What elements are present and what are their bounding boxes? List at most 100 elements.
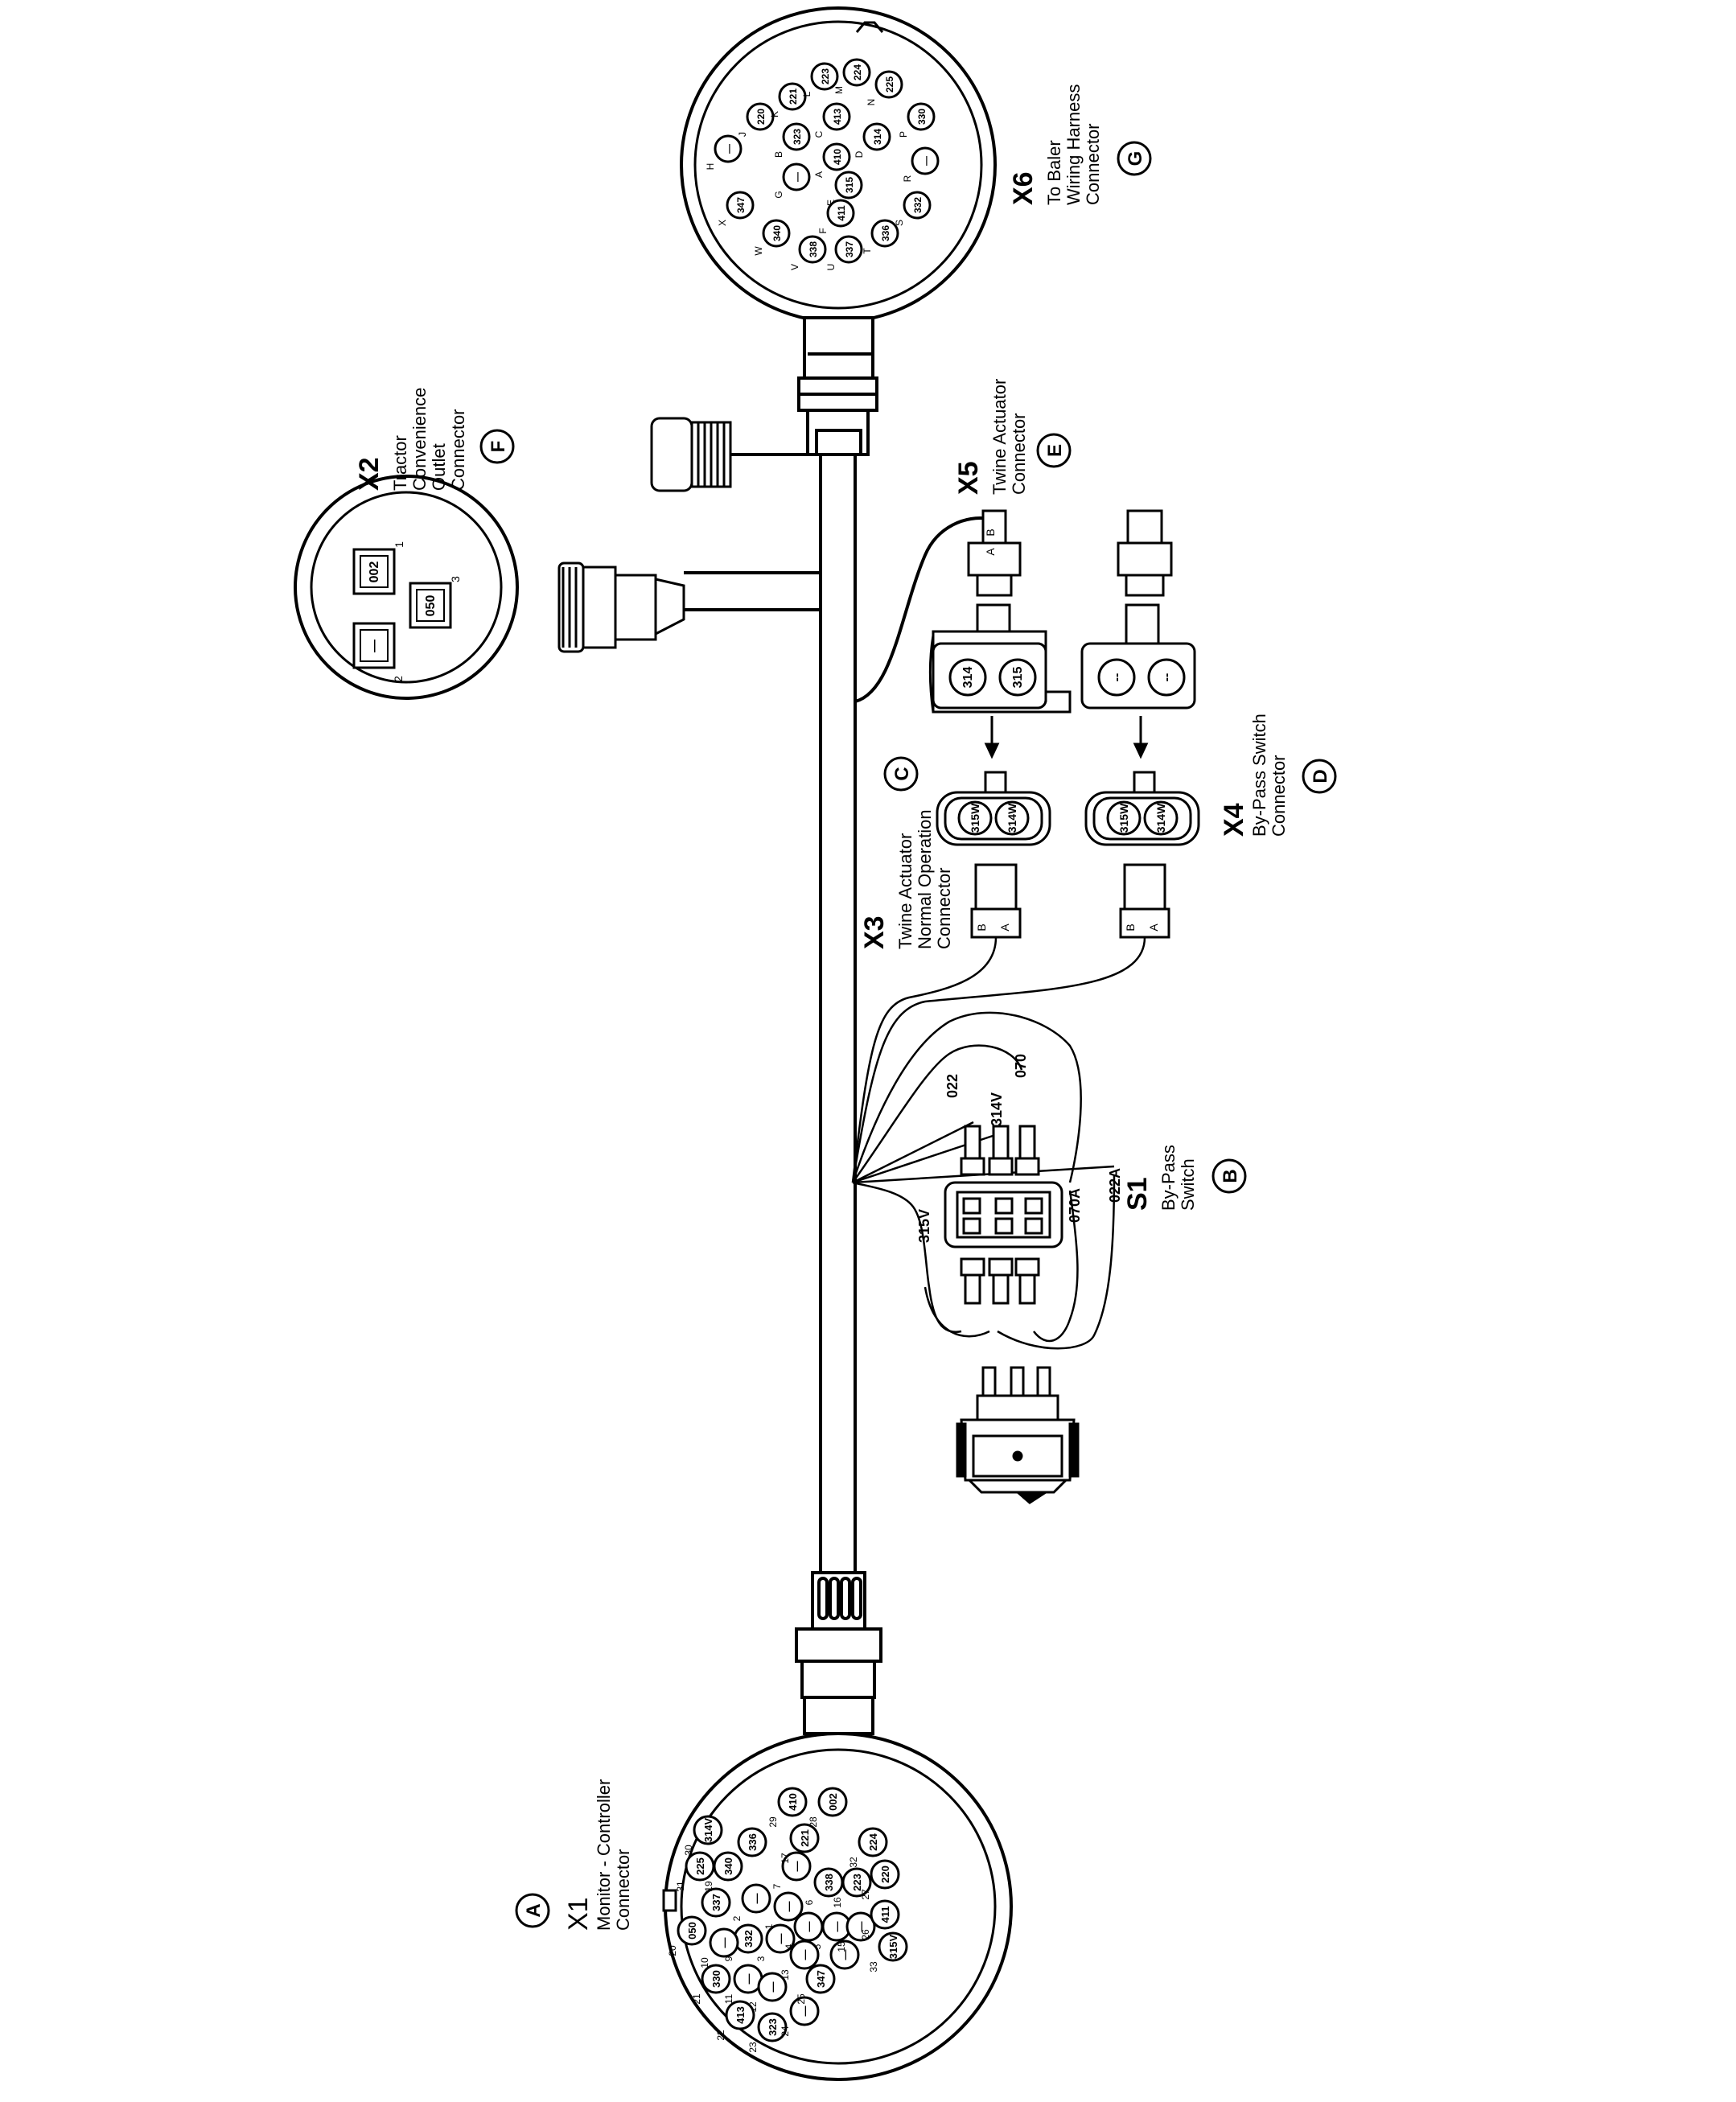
x1-pin-22: 413 22 xyxy=(715,2000,755,2041)
svg-text:15: 15 xyxy=(836,1941,847,1952)
x1-pin-28: 002 28 xyxy=(808,1787,848,1828)
svg-text:C: C xyxy=(813,130,825,138)
svg-text:26: 26 xyxy=(860,1929,871,1940)
x1-pin-8: 3378 xyxy=(691,1887,731,1925)
svg-text:2: 2 xyxy=(731,1915,743,1921)
svg-text:338: 338 xyxy=(823,1874,835,1891)
x2-pin-1: 002 1 xyxy=(352,541,405,595)
x6-name-line-1: To Baler xyxy=(1044,140,1064,205)
svg-text:413: 413 xyxy=(734,2006,747,2024)
svg-text:314V: 314V xyxy=(702,1817,714,1842)
svg-text:16: 16 xyxy=(832,1897,843,1908)
svg-text:R: R xyxy=(902,175,913,182)
svg-text:315V: 315V xyxy=(916,1209,932,1243)
svg-text:—: — xyxy=(799,1950,811,1960)
svg-text:411: 411 xyxy=(879,1907,891,1923)
svg-text:N: N xyxy=(866,99,877,106)
svg-text:V: V xyxy=(789,264,800,270)
svg-text:9: 9 xyxy=(723,1956,734,1961)
svg-text:332: 332 xyxy=(912,197,924,213)
svg-text:By-Pass Switch: By-Pass Switch xyxy=(1249,714,1269,837)
svg-text:—: — xyxy=(831,1922,843,1932)
svg-text:B: B xyxy=(984,529,997,536)
svg-text:22: 22 xyxy=(715,2030,726,2041)
svg-text:19: 19 xyxy=(703,1881,714,1892)
svg-text:G: G xyxy=(773,191,784,198)
svg-text:314W: 314W xyxy=(1006,803,1018,833)
x6-name-line-2: Wiring Harness xyxy=(1063,84,1084,205)
svg-text:X1: X1 xyxy=(563,1897,594,1931)
svg-text:B: B xyxy=(773,151,784,158)
svg-text:F: F xyxy=(487,441,509,453)
x6-pin-H: —H xyxy=(705,134,743,170)
x1-pin-26: 411 26 xyxy=(860,1899,900,1940)
x2-pin-2: — 2 xyxy=(352,622,405,682)
bypass-plug xyxy=(1117,509,1173,597)
svg-text:337: 337 xyxy=(710,1894,722,1911)
x3-connector: 315W 314W B A xyxy=(936,771,1051,939)
svg-text:T: T xyxy=(862,248,873,254)
main-trunk-cable xyxy=(684,438,990,1573)
x6-label: X6 To Baler Wiring Harness Connector G xyxy=(1008,84,1152,205)
svg-text:002: 002 xyxy=(827,1793,839,1811)
svg-text:—: — xyxy=(368,640,381,652)
svg-text:315W: 315W xyxy=(969,803,981,833)
svg-text:X5: X5 xyxy=(953,461,984,495)
svg-text:221: 221 xyxy=(788,88,799,105)
svg-text:323: 323 xyxy=(792,129,803,145)
svg-text:Connector: Connector xyxy=(613,1849,633,1931)
svg-text:Connector: Connector xyxy=(1009,413,1029,495)
svg-text:A: A xyxy=(998,923,1011,932)
svg-text:S1: S1 xyxy=(1122,1177,1153,1211)
rocker-switch-illustration xyxy=(956,1366,1080,1504)
svg-text:—: — xyxy=(718,1938,730,1948)
svg-text:By-Pass: By-Pass xyxy=(1158,1145,1179,1211)
svg-text:3: 3 xyxy=(449,576,462,582)
svg-text:7: 7 xyxy=(771,1883,783,1889)
x2-pin-3: 050 3 xyxy=(409,576,462,629)
x6-pin-R: —R xyxy=(902,146,940,182)
x1-label: A X1 Monitor - Controller Connector xyxy=(515,1779,633,1931)
svg-text:—: — xyxy=(839,1950,851,1960)
svg-text:413: 413 xyxy=(832,109,843,125)
x1-pin-7: —7 xyxy=(771,1851,812,1889)
x2-convenience-outlet-connector: 002 1 — 2 050 3 xyxy=(294,475,519,700)
svg-text:330: 330 xyxy=(710,1970,722,1988)
svg-text:Convenience: Convenience xyxy=(409,388,430,491)
svg-text:Normal Operation: Normal Operation xyxy=(915,809,935,949)
x1-pin-30: 314V 30 xyxy=(683,1815,723,1856)
svg-text:Twine Actuator: Twine Actuator xyxy=(989,379,1010,495)
svg-text:28: 28 xyxy=(808,1816,819,1828)
svg-text:070A: 070A xyxy=(1067,1188,1083,1223)
svg-text:--: -- xyxy=(1110,673,1124,682)
svg-text:337: 337 xyxy=(844,241,855,257)
svg-text:30: 30 xyxy=(683,1845,694,1856)
svg-text:225: 225 xyxy=(694,1857,706,1875)
x1-backshell xyxy=(795,1571,882,1735)
svg-text:B: B xyxy=(975,923,988,931)
x1-pin-15: —15 xyxy=(836,1911,876,1952)
svg-text:4: 4 xyxy=(784,1944,795,1949)
svg-text:410: 410 xyxy=(832,149,843,165)
svg-text:10: 10 xyxy=(699,1957,710,1968)
svg-text:A: A xyxy=(984,548,997,556)
x1-pin-11: —11 xyxy=(723,1964,763,2004)
x6-letter: G xyxy=(1125,151,1146,167)
svg-text:—: — xyxy=(803,1922,815,1932)
svg-text:P: P xyxy=(898,131,909,138)
x1-pin-5: —5 xyxy=(812,1911,852,1949)
svg-text:W: W xyxy=(753,246,764,256)
x5-plug: B A xyxy=(967,509,1022,597)
